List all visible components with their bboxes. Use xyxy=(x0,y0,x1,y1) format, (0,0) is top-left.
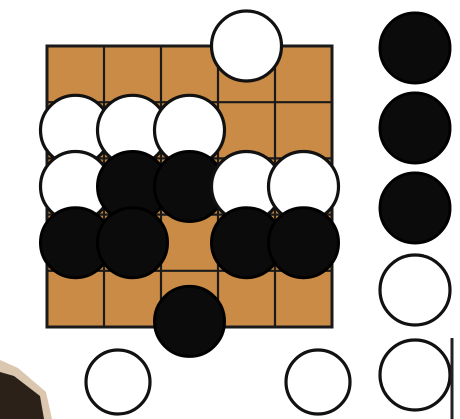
black-stone xyxy=(155,286,225,356)
bottom-loose-stones xyxy=(86,350,350,414)
loose-white-stone xyxy=(86,350,150,414)
side-white-stone xyxy=(380,255,450,325)
side-stones-column xyxy=(380,13,450,410)
side-black-stone xyxy=(380,13,450,83)
black-stone xyxy=(98,208,168,278)
black-stone xyxy=(269,208,339,278)
side-white-stone xyxy=(380,340,450,410)
loose-white-stone xyxy=(286,350,350,414)
side-black-stone xyxy=(380,93,450,163)
white-stone xyxy=(212,11,282,81)
side-black-stone xyxy=(380,173,450,243)
corner-fragment-icon xyxy=(0,360,52,419)
